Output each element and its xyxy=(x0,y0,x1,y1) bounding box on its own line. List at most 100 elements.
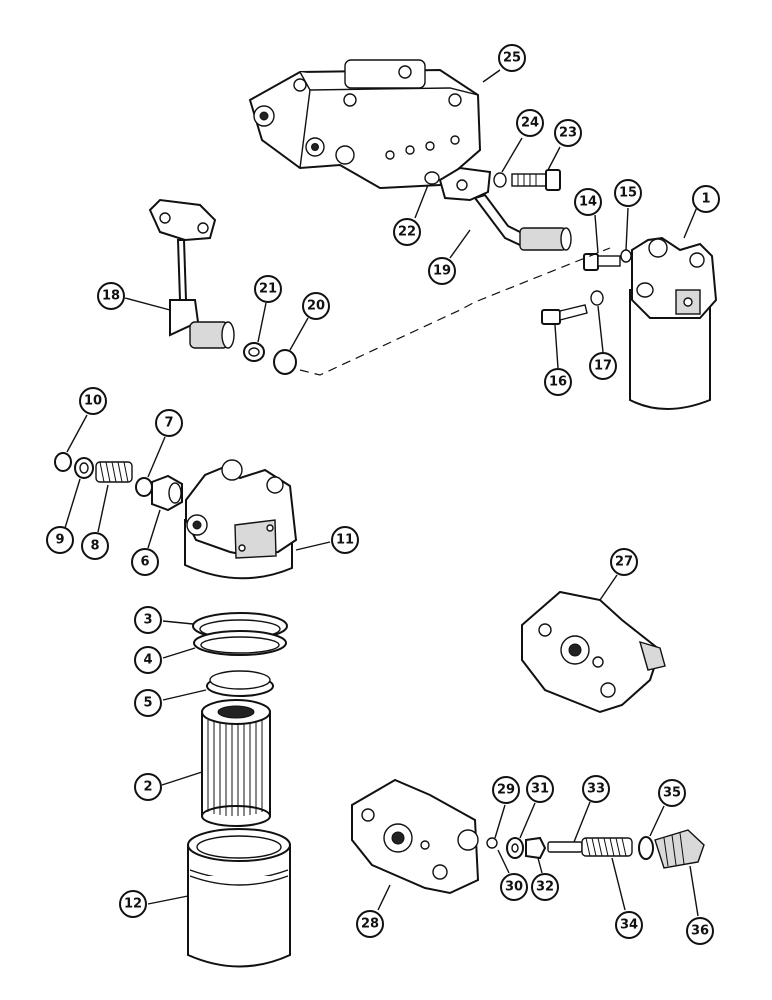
bolt-14 xyxy=(583,214,621,271)
callout-2-label: 2 xyxy=(143,780,152,795)
callout-8-label: 8 xyxy=(90,539,99,554)
callout-8: 8 xyxy=(81,532,109,560)
filter-head-11 xyxy=(184,459,331,580)
callout-15-label: 15 xyxy=(619,186,637,201)
callout-3: 3 xyxy=(134,606,162,634)
callout-4: 4 xyxy=(134,646,162,674)
callout-35-label: 35 xyxy=(663,786,681,801)
seat-30 xyxy=(497,849,510,874)
valve-body-27 xyxy=(521,574,666,714)
callout-19: 19 xyxy=(428,257,456,285)
callout-7-label: 7 xyxy=(164,416,173,431)
callout-17: 17 xyxy=(589,352,617,380)
callout-10: 10 xyxy=(79,387,107,415)
callout-11: 11 xyxy=(331,526,359,554)
pipe-18 xyxy=(124,198,235,349)
guide-32 xyxy=(525,836,547,874)
washer-31 xyxy=(506,802,536,859)
callout-31: 31 xyxy=(526,775,554,803)
callout-22-label: 22 xyxy=(398,225,416,240)
callout-33: 33 xyxy=(582,775,610,803)
callout-30-label: 30 xyxy=(505,880,523,895)
callout-17-label: 17 xyxy=(594,359,612,374)
circlip-10 xyxy=(54,414,88,472)
callout-5: 5 xyxy=(134,689,162,717)
callout-9-label: 9 xyxy=(55,533,64,548)
callout-36-label: 36 xyxy=(691,924,709,939)
bolt-16 xyxy=(541,304,588,369)
callout-7: 7 xyxy=(155,409,183,437)
callout-23: 23 xyxy=(554,119,582,147)
ball-29 xyxy=(486,804,506,849)
callout-20-label: 20 xyxy=(307,299,325,314)
callout-6: 6 xyxy=(131,548,159,576)
callout-10-label: 10 xyxy=(84,394,102,409)
valve-block xyxy=(248,59,501,190)
callout-23-label: 23 xyxy=(559,126,577,141)
callout-4-label: 4 xyxy=(143,653,152,668)
filter-bowl-12 xyxy=(147,828,291,968)
washer-17 xyxy=(590,290,604,353)
ring-5 xyxy=(162,670,274,701)
callout-34: 34 xyxy=(615,911,643,939)
alignment-line xyxy=(299,247,611,376)
callout-14: 14 xyxy=(574,188,602,216)
filter-element-2 xyxy=(161,699,271,827)
washer-24 xyxy=(493,137,523,188)
seal-ring-4 xyxy=(162,630,287,659)
callout-24-label: 24 xyxy=(521,116,539,131)
callout-27-label: 27 xyxy=(615,555,633,570)
washer-9 xyxy=(64,457,94,529)
callout-28: 28 xyxy=(356,910,384,938)
callout-9: 9 xyxy=(46,526,74,554)
callout-32: 32 xyxy=(531,873,559,901)
callout-1-label: 1 xyxy=(701,192,710,207)
valve-body-28 xyxy=(351,778,480,911)
washer-21 xyxy=(243,302,267,362)
washer-15 xyxy=(620,207,632,263)
callout-18-label: 18 xyxy=(102,289,120,304)
callout-32-label: 32 xyxy=(536,880,554,895)
callout-27: 27 xyxy=(610,548,638,576)
callout-14-label: 14 xyxy=(579,195,597,210)
callout-25-label: 25 xyxy=(503,51,521,66)
bolt-23 xyxy=(511,146,561,191)
o-ring-22 xyxy=(414,171,440,219)
callout-21-label: 21 xyxy=(259,282,277,297)
callout-29: 29 xyxy=(492,776,520,804)
callout-11-label: 11 xyxy=(336,533,354,548)
callout-30: 30 xyxy=(500,873,528,901)
washer-35 xyxy=(638,805,665,860)
callout-2: 2 xyxy=(134,773,162,801)
plug-36 xyxy=(654,829,705,917)
callout-6-label: 6 xyxy=(140,555,149,570)
callout-36: 36 xyxy=(686,917,714,945)
plug-6 xyxy=(147,474,183,549)
spring-8 xyxy=(95,461,133,533)
callout-16: 16 xyxy=(544,368,572,396)
callout-15: 15 xyxy=(614,179,642,207)
callout-28-label: 28 xyxy=(361,917,379,932)
callout-24: 24 xyxy=(516,109,544,137)
callout-33-label: 33 xyxy=(587,782,605,797)
pipe-assembly-19 xyxy=(438,166,572,259)
callout-22: 22 xyxy=(393,218,421,246)
callout-3-label: 3 xyxy=(143,613,152,628)
callout-20: 20 xyxy=(302,292,330,320)
callout-12-label: 12 xyxy=(124,897,142,912)
callout-16-label: 16 xyxy=(549,375,567,390)
callout-29-label: 29 xyxy=(497,783,515,798)
callout-35: 35 xyxy=(658,779,686,807)
callout-31-label: 31 xyxy=(531,782,549,797)
callout-34-label: 34 xyxy=(620,918,638,933)
spring-34 xyxy=(581,837,633,911)
callout-21: 21 xyxy=(254,275,282,303)
callout-18: 18 xyxy=(97,282,125,310)
callout-19-label: 19 xyxy=(433,264,451,279)
callout-25: 25 xyxy=(498,44,526,72)
o-ring-20 xyxy=(273,317,309,375)
callout-5-label: 5 xyxy=(143,696,152,711)
callout-1: 1 xyxy=(692,185,720,213)
callout-12: 12 xyxy=(119,890,147,918)
